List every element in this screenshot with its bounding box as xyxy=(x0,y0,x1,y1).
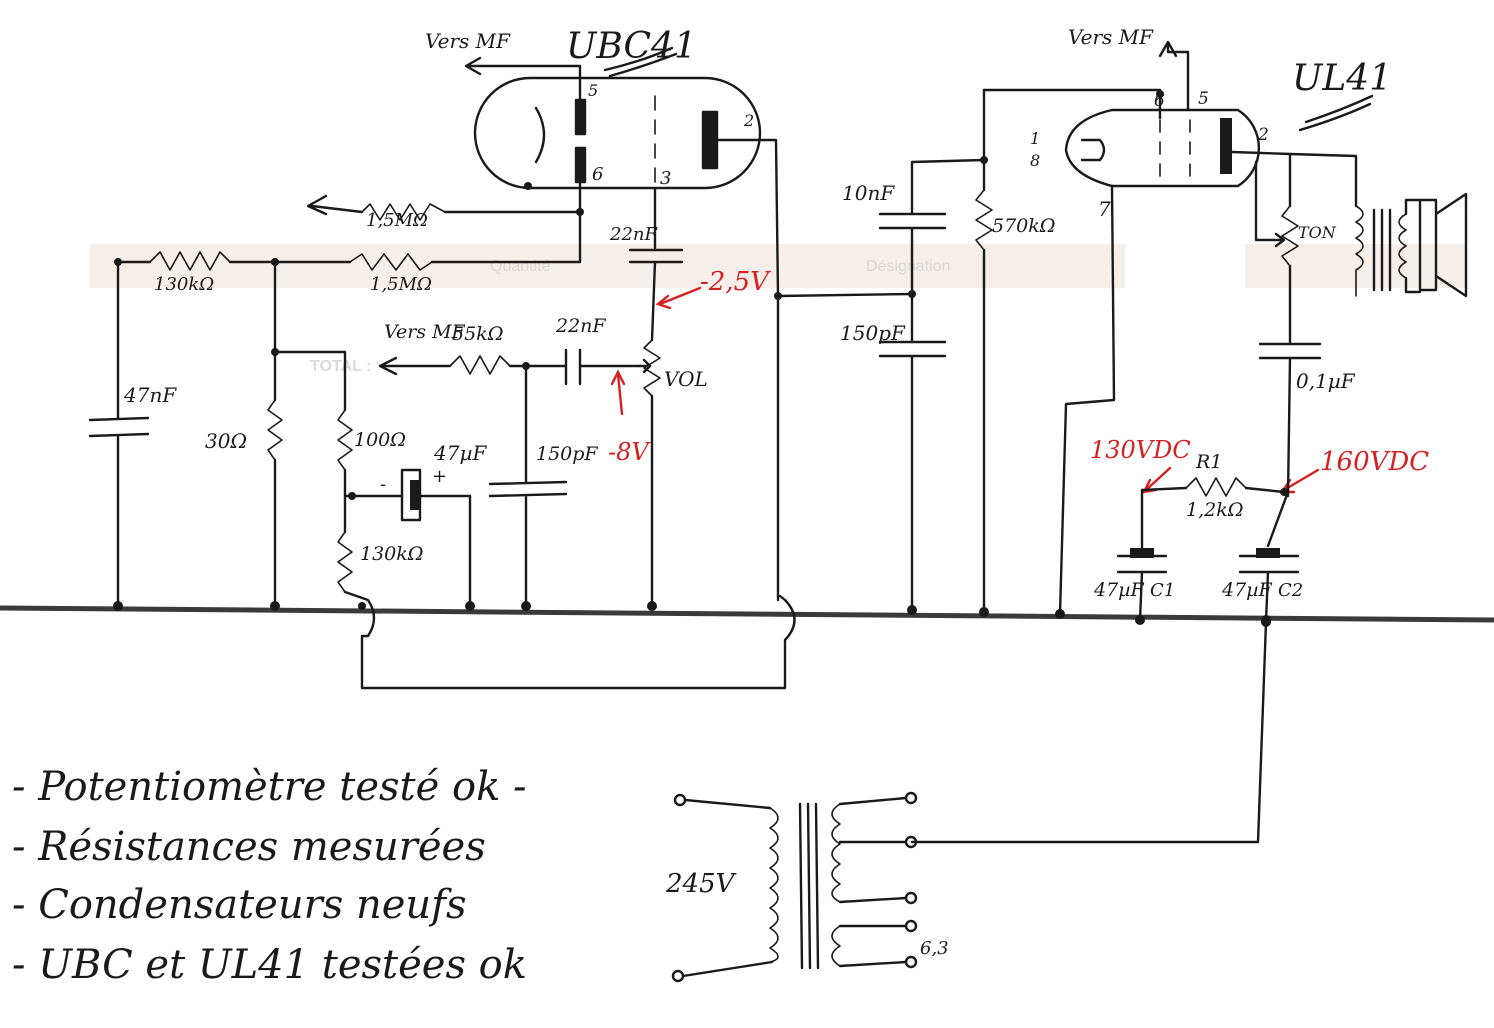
wire-power-feed xyxy=(910,620,1268,844)
ground-bus xyxy=(0,605,1494,623)
res-r1-name: R1 xyxy=(1195,451,1222,473)
vers-mf-label-2: Vers MF xyxy=(384,321,466,343)
cap-10nf xyxy=(878,156,988,342)
cap-150pf-a-label: 150pF xyxy=(536,443,598,465)
wire-volume-input xyxy=(378,348,642,386)
tube-ul41-label: UL41 xyxy=(1292,58,1392,99)
pin-6a: 6 xyxy=(592,164,603,185)
res-570k xyxy=(975,88,1164,617)
note-1: - Potentiomètre testé ok - xyxy=(12,764,527,810)
cap-10nf-label: 10nF xyxy=(842,181,895,205)
cap-22nf-b-label: 22nF xyxy=(555,315,606,337)
cap-150pf-a xyxy=(488,364,568,611)
background-form-total: TOTAL : xyxy=(310,358,372,375)
measure-130v: 130VDC xyxy=(1090,436,1191,464)
wire-anode-ubc xyxy=(715,138,914,602)
mains-transformer xyxy=(671,791,918,983)
tube-ubc41 xyxy=(473,46,762,190)
r-130k-label: 130kΩ xyxy=(154,274,214,295)
res-570k-label: 570kΩ xyxy=(992,215,1056,237)
res-55k-label: 55kΩ xyxy=(452,323,503,345)
cap-22nf-a-label: 22nF xyxy=(609,224,658,245)
cap-47nf-label: 47nF xyxy=(123,383,177,407)
res-30 xyxy=(267,260,347,611)
tube-ul41 xyxy=(1064,94,1374,188)
res-r1 xyxy=(1140,477,1288,550)
pot-ton xyxy=(1254,152,1322,498)
wire-pin6 xyxy=(306,180,584,264)
pin-2a: 2 xyxy=(743,111,754,130)
res-100 xyxy=(337,409,404,534)
background-form-band-right xyxy=(1245,244,1465,288)
cap-47uf-label: 47µF xyxy=(433,441,487,465)
cap-150pf-b-label: 150pF xyxy=(840,321,906,345)
wire-upper-rail xyxy=(114,251,582,271)
vers-mf-label-1: Vers MF xyxy=(425,29,511,53)
background-form-designation: Désignation xyxy=(866,258,951,275)
vers-mf-arrow-3 xyxy=(1158,40,1190,112)
cap-c1-value: 47µF xyxy=(1093,579,1145,601)
wire-grid xyxy=(628,186,684,611)
measure-160v: 160VDC xyxy=(1320,447,1429,477)
cap-c1-name: C1 xyxy=(1150,580,1175,601)
res-130k-b xyxy=(337,531,796,690)
pin-7b: 7 xyxy=(1098,197,1111,221)
pin-3a: 3 xyxy=(660,168,671,189)
measure-vol-voltage: -8V xyxy=(608,438,651,466)
cap-47uf xyxy=(400,468,475,611)
pin-2b: 2 xyxy=(1257,125,1269,145)
wire-ul41-cathode xyxy=(1055,184,1116,619)
wire-ul41-anode xyxy=(1230,150,1468,298)
res-30-label: 30Ω xyxy=(205,429,247,453)
transformer-primary-label: 245V xyxy=(665,869,737,899)
tube-ubc41-label: UBC41 xyxy=(566,26,697,67)
ton-label: TON xyxy=(1298,223,1337,242)
res-r1-value: 1,2kΩ xyxy=(1186,499,1243,521)
pin-1b: 1 xyxy=(1030,129,1040,148)
r-1m5-b-label: 1,5MΩ xyxy=(370,274,432,295)
cap-c2 xyxy=(1238,490,1300,627)
transformer-heater-label: 6,3 xyxy=(920,938,949,959)
note-4: - UBC et UL41 testées ok xyxy=(12,942,527,988)
res-100-label: 100Ω xyxy=(354,429,406,451)
vers-mf-arrow-1 xyxy=(464,56,582,102)
cap-c2-value: 47µF xyxy=(1221,579,1273,601)
pin-5b: 5 xyxy=(1198,89,1209,109)
vol-label: VOL xyxy=(664,367,708,391)
cap-47nf xyxy=(88,260,150,611)
pin-8b: 8 xyxy=(1030,151,1040,170)
cap-150pf-b xyxy=(878,340,947,615)
cap-47uf-minus: - xyxy=(380,474,386,495)
cap-c1 xyxy=(1116,548,1168,625)
res-130k-b-label: 130kΩ xyxy=(360,543,424,565)
background-form-band xyxy=(90,244,1125,288)
ground-junctions xyxy=(358,602,1271,625)
r-1m5-a-label: 1,5MΩ xyxy=(366,210,428,231)
vers-mf-label-3: Vers MF xyxy=(1068,25,1154,49)
cap-01uf-label: 0,1µF xyxy=(1296,369,1356,393)
cap-47uf-plus: + xyxy=(432,466,447,487)
note-2: - Résistances mesurées xyxy=(12,824,486,870)
pin-6b: 6 xyxy=(1154,91,1165,111)
measure-grid-voltage: -2,5V xyxy=(700,267,771,297)
pin-5a: 5 xyxy=(588,81,598,100)
cap-c2-name: C2 xyxy=(1278,580,1303,601)
note-3: - Condensateurs neufs xyxy=(12,882,467,928)
